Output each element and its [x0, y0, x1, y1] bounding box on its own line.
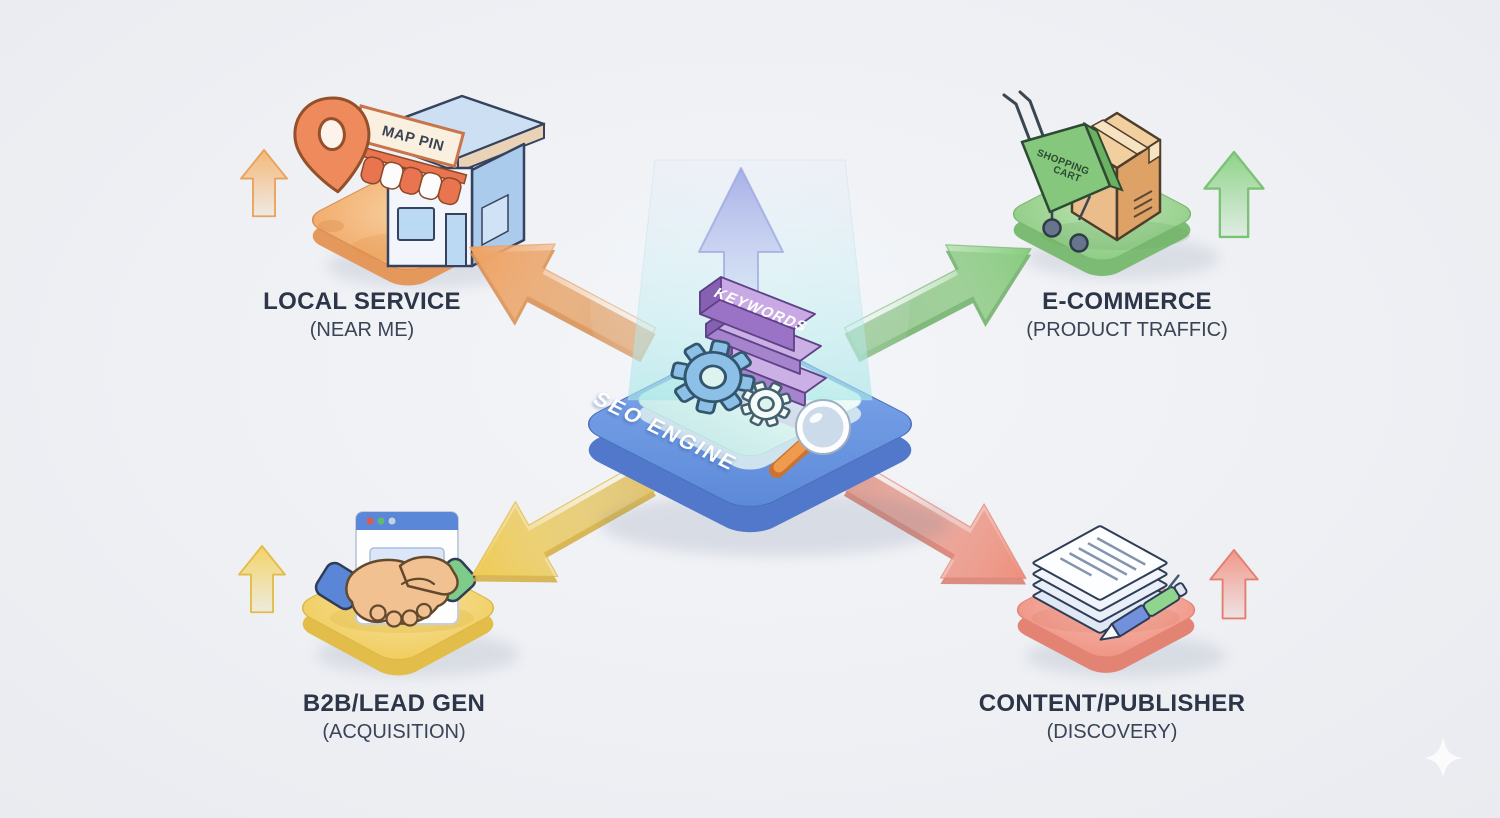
b2b-node	[238, 511, 520, 682]
content-subtitle: (DISCOVERY)	[1046, 721, 1178, 743]
storefront-icon: MAP PIN	[350, 94, 546, 268]
pen-icon	[1099, 574, 1188, 641]
b2b-growth-arrow-icon	[238, 545, 286, 614]
magnifier-icon	[769, 399, 851, 478]
gear-small-icon	[740, 380, 792, 428]
b2b-label: B2B/LEAD GEN (ACQUISITION)	[214, 690, 574, 744]
b2b-subtitle: (ACQUISITION)	[322, 721, 466, 743]
local-service-node: MAP PIN	[240, 94, 546, 292]
seo-engine-center: KEYWORDS	[573, 125, 950, 556]
content-title: CONTENT/PUBLISHER	[978, 690, 1246, 717]
ecommerce-growth-arrow-icon	[1203, 150, 1265, 239]
ecommerce-title: E-COMMERCE	[1042, 288, 1212, 315]
local-service-label: LOCAL SERVICE (NEAR ME)	[182, 288, 542, 342]
sparkle-watermark	[1424, 737, 1463, 778]
documents-icon	[1032, 526, 1168, 634]
content-node	[1006, 526, 1259, 679]
local-service-subtitle: (NEAR ME)	[309, 319, 415, 341]
content-growth-arrow-icon	[1209, 549, 1259, 620]
ecommerce-label: E-COMMERCE (PRODUCT TRAFFIC)	[947, 288, 1307, 342]
content-label: CONTENT/PUBLISHER (DISCOVERY)	[932, 690, 1292, 744]
shopping-cart-icon: SHOPPING CART	[1002, 90, 1124, 253]
b2b-title: B2B/LEAD GEN	[302, 690, 486, 717]
handshake-icon	[314, 555, 477, 628]
ecommerce-node: SHOPPING CART	[1002, 90, 1265, 282]
gear-icon	[670, 339, 756, 415]
local-growth-arrow-icon	[240, 149, 288, 218]
map-pin-icon	[293, 96, 371, 194]
local-service-title: LOCAL SERVICE	[263, 288, 461, 315]
ecommerce-subtitle: (PRODUCT TRAFFIC)	[1026, 319, 1228, 341]
